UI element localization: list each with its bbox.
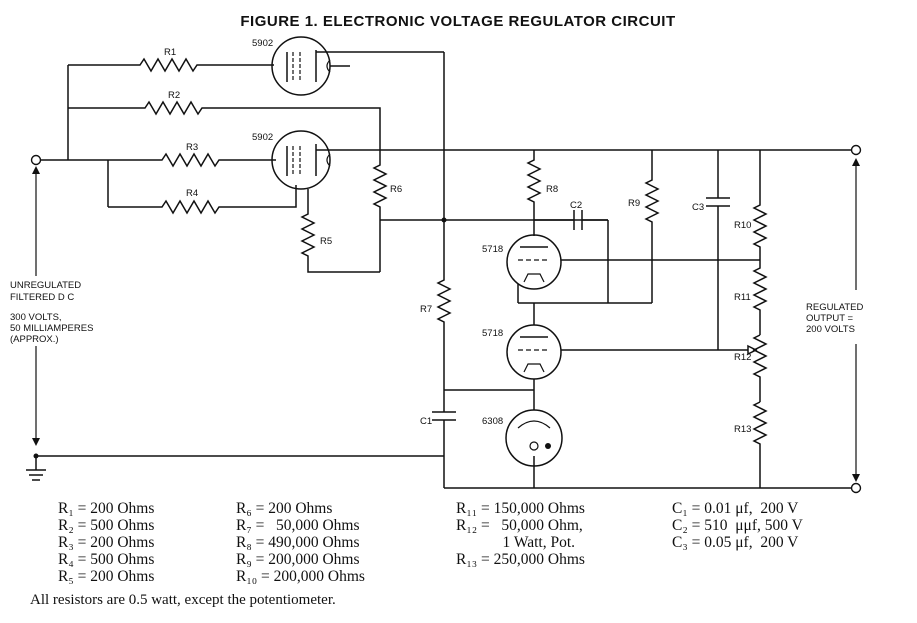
input-terminal xyxy=(30,65,109,207)
parts-r5: R₅ = 200 Ohms xyxy=(58,568,155,585)
resistor-r2: R2 xyxy=(68,90,381,150)
resistor-r3: R3 xyxy=(108,142,276,168)
label-tube-5: 6308 xyxy=(482,416,503,427)
parts-c2: C₂ = 510 μμf, 500 V xyxy=(672,517,803,534)
resistor-r11: R11 xyxy=(734,262,768,335)
ground-symbol xyxy=(26,453,46,481)
parts-list-capacitors: C₁ = 0.01 μf, 200 V C₂ = 510 μμf, 500 V … xyxy=(672,500,803,551)
parts-r4: R₄ = 500 Ohms xyxy=(58,551,155,568)
resistor-r4: R4 xyxy=(108,185,297,215)
tube-5718-lower: 5718 xyxy=(482,303,758,410)
parts-r8: R₈ = 490,000 Ohms xyxy=(236,534,360,551)
capacitor-c2: C2 xyxy=(534,200,609,303)
output-label-line-2: OUTPUT = xyxy=(806,313,854,324)
parts-list-resistors-1: R₁ = 200 Ohms R₂ = 500 Ohms R₃ = 200 Ohm… xyxy=(58,500,154,585)
label-r11: R11 xyxy=(734,292,751,303)
parts-c1: C₁ = 0.01 μf, 200 V xyxy=(672,500,799,517)
input-voltage-arrow xyxy=(32,166,40,446)
resistor-r1: R1 xyxy=(68,47,274,73)
label-r6: R6 xyxy=(390,184,402,195)
parts-r13: R₁₃ = 250,000 Ohms xyxy=(456,551,585,568)
resistor-r9: R9 xyxy=(628,150,660,303)
capacitor-c3: C3 xyxy=(692,150,730,350)
potentiometer-r12: R12 xyxy=(734,334,768,402)
label-r9: R9 xyxy=(628,198,640,209)
parts-r12: R₁₂ = 50,000 Ohm, xyxy=(456,517,583,534)
input-label-line-1: UNREGULATED xyxy=(10,280,81,291)
input-label-line-3: 300 VOLTS, xyxy=(10,312,62,323)
label-r2: R2 xyxy=(168,90,180,101)
label-r13: R13 xyxy=(734,424,751,435)
label-r10: R10 xyxy=(734,220,751,231)
label-c1: C1 xyxy=(420,416,432,427)
ground-bus xyxy=(44,455,851,489)
label-r4: R4 xyxy=(186,188,198,199)
parts-r1: R₁ = 200 Ohms xyxy=(58,500,155,517)
parts-r12-rating: 1 Watt, Pot. xyxy=(456,534,576,551)
label-r1: R1 xyxy=(164,47,176,58)
circuit-diagram: FIGURE 1. ELECTRONIC VOLTAGE REGULATOR C… xyxy=(10,13,864,494)
label-tube-4: 5718 xyxy=(482,328,503,339)
parts-r9: R₉ = 200,000 Ohms xyxy=(236,551,360,568)
label-tube-2: 5902 xyxy=(252,132,273,143)
resistor-r13: R13 xyxy=(734,401,768,488)
capacitor-c1: C1 xyxy=(420,411,456,456)
label-r12: R12 xyxy=(734,352,751,363)
label-c3: C3 xyxy=(692,202,704,213)
tube-5902-lower: 5902 xyxy=(252,130,856,190)
parts-list-resistors-2: R₆ = 200 Ohms R₇ = 50,000 Ohms R₈ = 490,… xyxy=(236,500,365,585)
output-terminal-positive xyxy=(850,144,862,156)
footnote: All resistors are 0.5 watt, except the p… xyxy=(30,592,336,608)
input-label-line-4: 50 MILLIAMPERES xyxy=(10,323,93,334)
parts-r10: R₁₀ = 200,000 Ohms xyxy=(236,568,365,585)
input-label-line-2: FILTERED D C xyxy=(10,292,74,303)
label-r7: R7 xyxy=(420,304,432,315)
tube-5902-upper: 5902 xyxy=(252,36,444,96)
input-label-line-5: (APPROX.) xyxy=(10,334,59,345)
label-c2: C2 xyxy=(570,200,582,211)
parts-r2: R₂ = 500 Ohms xyxy=(58,517,155,534)
label-r3: R3 xyxy=(186,142,198,153)
resistor-r10: R10 xyxy=(734,150,768,262)
parts-r3: R₃ = 200 Ohms xyxy=(58,534,155,551)
label-tube-1: 5902 xyxy=(252,38,273,49)
tube-6308: 6308 xyxy=(482,409,563,467)
output-voltage-arrow xyxy=(852,158,860,482)
output-terminal-negative xyxy=(850,482,862,494)
parts-r7: R₇ = 50,000 Ohms xyxy=(236,517,360,534)
parts-list-resistors-3: R₁₁ = 150,000 Ohms R₁₂ = 50,000 Ohm, 1 W… xyxy=(456,500,585,568)
label-r8: R8 xyxy=(546,184,558,195)
parts-c3: C₃ = 0.05 μf, 200 V xyxy=(672,534,799,551)
output-label-line-3: 200 VOLTS xyxy=(806,324,855,335)
figure-title: FIGURE 1. ELECTRONIC VOLTAGE REGULATOR C… xyxy=(240,13,675,30)
parts-r11: R₁₁ = 150,000 Ohms xyxy=(456,500,585,517)
label-tube-3: 5718 xyxy=(482,244,503,255)
tube-5718-upper: 5718 xyxy=(482,234,760,304)
resistor-r8: R8 xyxy=(526,150,558,236)
output-label-line-1: REGULATED xyxy=(806,302,864,313)
resistor-r5: R5 xyxy=(300,189,380,273)
label-r5: R5 xyxy=(320,236,332,247)
parts-r6: R₆ = 200 Ohms xyxy=(236,500,333,517)
resistor-r7: R7 xyxy=(420,52,452,412)
